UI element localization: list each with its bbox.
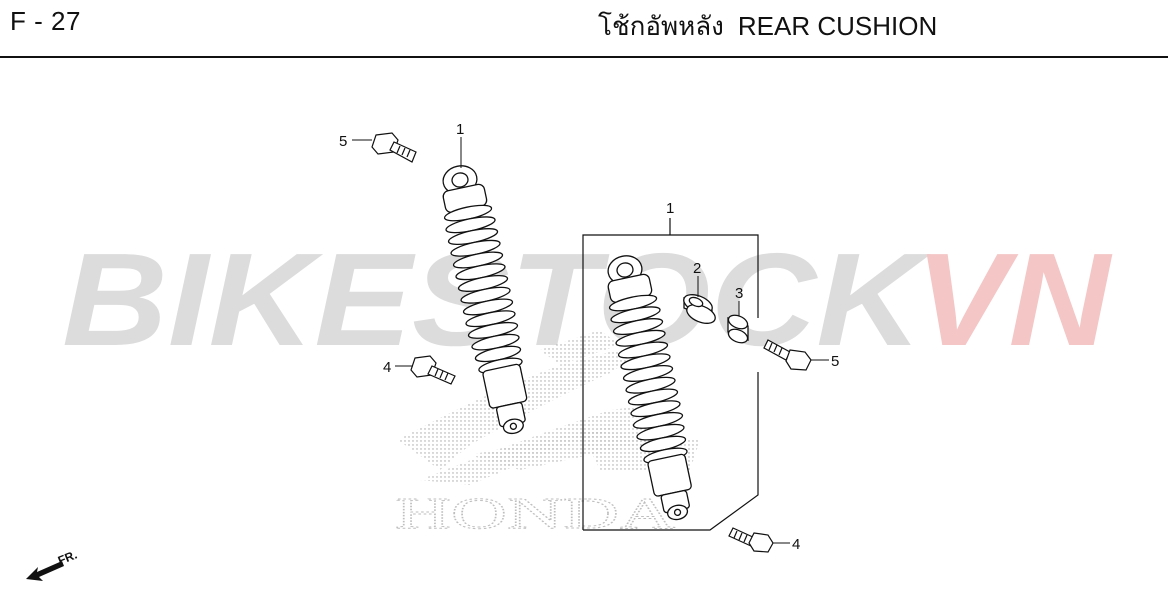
page-title-english: REAR CUSHION [737,11,938,41]
page-title-thai: โช้กอัพหลัง [598,11,724,41]
callout-left-lower-bolt: 4 [383,359,391,376]
lower-bolt-right [728,527,774,553]
upper-bolt-right [763,339,812,371]
honda-logo-text: HONDA [395,489,675,538]
page-title: โช้กอัพหลัง REAR CUSHION [598,6,937,47]
page-code: F - 27 [10,6,81,36]
right-rear-shock [607,255,692,521]
right-group-bracket [582,218,759,531]
lower-bolt-left [410,355,456,385]
front-direction-label: FR. [56,548,79,568]
callout-collar-2: 2 [693,260,701,277]
header-divider [0,56,1168,58]
front-arrow-icon [26,561,64,581]
callout-left-shock: 1 [456,121,464,138]
watermark-right-text: VN [915,226,1113,373]
collar-3 [727,314,749,344]
left-rear-shock [442,165,528,435]
callout-right-lower-bolt: 4 [792,536,800,553]
front-direction-indicator: FR. [26,548,79,581]
callout-left-upper-bolt: 5 [339,133,347,150]
callout-collar-3: 3 [735,285,743,302]
leader-lines [352,137,829,544]
upper-bolt-left [371,132,417,163]
collar-2 [683,294,716,324]
callout-right-group: 1 [666,200,674,217]
callout-right-upper-bolt: 5 [831,353,839,370]
